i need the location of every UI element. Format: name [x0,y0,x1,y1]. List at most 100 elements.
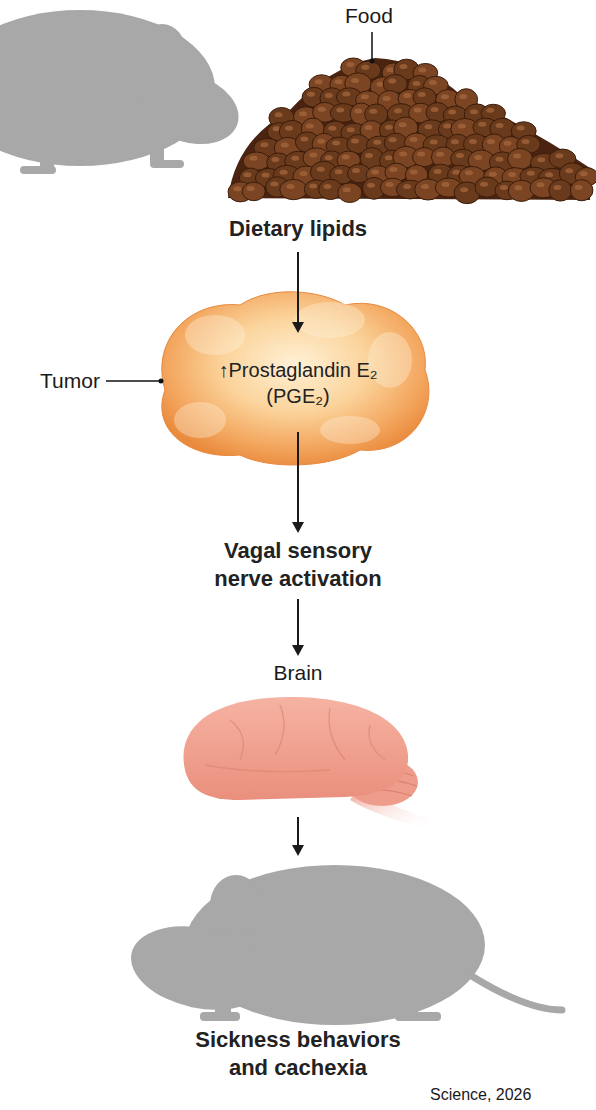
pellet-highlight [514,185,522,190]
callout-label: Food [345,3,393,28]
arrow-shaft [297,817,299,846]
pellet-highlight [443,124,451,129]
pellet-highlight [555,153,563,158]
brain-illustration [183,697,428,830]
pellet-highlight [451,139,459,144]
pellet-highlight [399,122,407,127]
pellet-highlight [504,141,512,146]
food-pellet [280,179,307,199]
pellet-highlight [342,155,350,160]
pellet-highlight [271,157,279,162]
pellet-highlight [469,139,477,144]
arrowhead [292,322,304,333]
food-pellet [508,148,533,169]
food-pellet [243,152,270,170]
brain-label: Brain [238,660,358,685]
pellet-highlight [343,187,351,192]
pellet-highlight [285,126,293,131]
pellet-highlight [300,137,308,142]
pellet-highlight [299,111,307,116]
pellet-highlight [354,108,362,113]
pellet-highlight [436,152,444,157]
pellet-highlight [367,183,375,188]
pellet-highlight [513,153,521,158]
pellet-highlight [262,172,270,177]
outcome-label: Sickness behaviors and cachexia [183,1026,413,1081]
tumor-text: ↑Prostaglandin E₂ (PGE₂) [193,357,403,409]
food-pellet [570,180,593,201]
flow-label: Vagal sensory nerve activation [203,537,393,592]
pellet-highlight [346,62,354,67]
pellet-highlight [336,107,344,112]
pellet-highlight [403,184,411,189]
pellet-highlight [424,124,432,129]
pellet-highlight [243,172,251,177]
food-node: FoodDietary lipids [150,2,596,250]
pellet-highlight [361,65,369,70]
flow-arrow [292,252,304,333]
pellet-highlight [270,182,278,187]
pellet-highlight [417,152,425,157]
pellet-highlight [495,157,503,162]
food-pellet [549,180,572,201]
pellet-highlight [385,125,393,130]
pellet-highlight [281,142,289,147]
tumor-lumps [174,302,412,444]
flow-arrow [292,599,304,656]
nerve-node: Vagal sensory nerve activation [148,535,448,597]
pellet-highlight [459,94,467,99]
pellet-highlight [388,78,396,83]
pellet-highlight [403,93,411,98]
pellet-highlight [421,184,429,189]
pellet-highlight [430,140,438,145]
mouse-silhouette [0,10,248,174]
pellet-highlight [325,93,333,98]
pellet-highlight [480,182,488,187]
pellet-highlight [487,139,495,144]
pellet-highlight [489,172,497,177]
pellet-highlight [545,172,553,177]
pellet-highlight [318,107,326,112]
food-pellet [242,182,265,201]
pellet-highlight [286,184,294,189]
pellet-highlight [418,92,426,97]
pellet-highlight [434,169,442,174]
pellet-highlight [351,78,359,83]
pellet-highlight [325,155,333,160]
pellet-highlight [299,171,307,176]
pellet-highlight [418,67,426,72]
pellet-highlight [247,186,255,191]
pellet-highlight [465,170,473,175]
callout-label: Tumor [40,368,100,393]
leader-dot [159,379,164,384]
flow-arrow [292,432,304,533]
pellet-highlight [307,92,315,97]
pellet-highlight [500,185,508,190]
pellet-highlight [233,186,241,191]
food-pile [228,58,590,200]
pellet-highlight [280,170,288,175]
pellet-highlight [369,109,377,114]
pellet-highlight [361,94,369,99]
pellet-highlight [414,108,422,113]
pellet-highlight [389,167,397,172]
pellet-highlight [373,140,381,145]
leader-line [106,380,160,382]
arrowhead [292,522,304,533]
pellet-highlight [389,137,397,142]
pellet-highlight [275,112,283,117]
pellet-highlight [553,185,561,190]
leader-line [371,32,373,60]
arrow-shaft [297,432,299,523]
pellet-highlight [399,152,407,157]
tumor-illustration [162,292,429,465]
pellet-highlight [522,139,530,144]
pellet-highlight [537,157,545,162]
pellet-highlight [315,79,323,84]
pellet-highlight [335,169,343,174]
pellet-highlight [365,153,373,158]
pellet-highlight [335,79,343,84]
pellet-highlight [249,156,257,161]
leader-dot [370,59,375,64]
